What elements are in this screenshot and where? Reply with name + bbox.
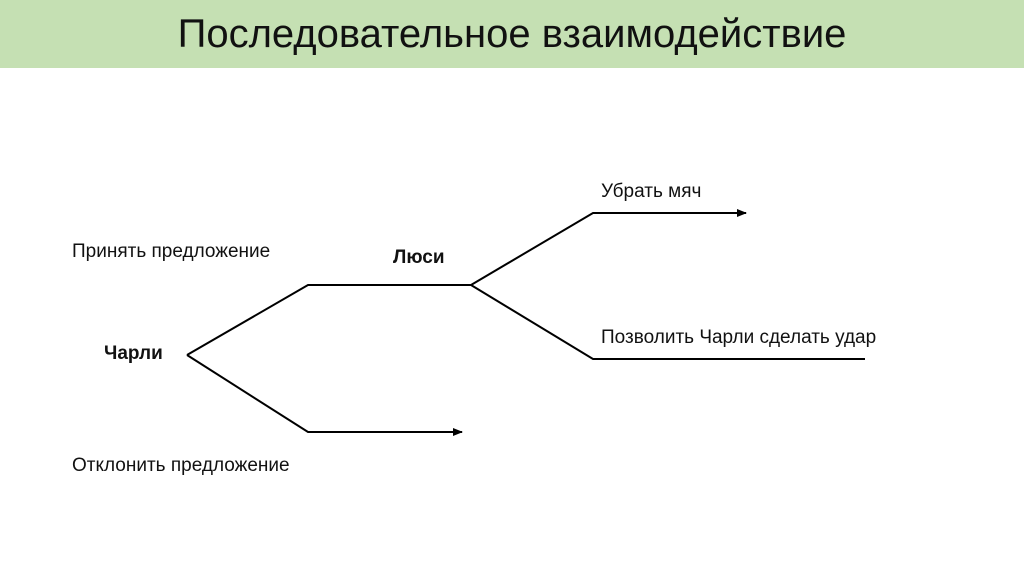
player-charlie-label: Чарли: [104, 343, 163, 364]
action-allow-kick-label: Позволить Чарли сделать удар: [601, 327, 877, 348]
title-bar: Последовательное взаимодействие: [0, 0, 1024, 68]
action-accept-label: Принять предложение: [72, 241, 271, 262]
player-lucy-label: Люси: [393, 247, 445, 268]
slide-title: Последовательное взаимодействие: [177, 11, 847, 56]
action-reject-label: Отклонить предложение: [72, 455, 290, 476]
branch-accept: [186, 284, 471, 356]
branch-allow-kick: [470, 284, 865, 360]
branch-reject: [186, 354, 463, 436]
action-remove-ball-label: Убрать мяч: [601, 181, 702, 202]
branch-remove-ball: [470, 209, 747, 286]
